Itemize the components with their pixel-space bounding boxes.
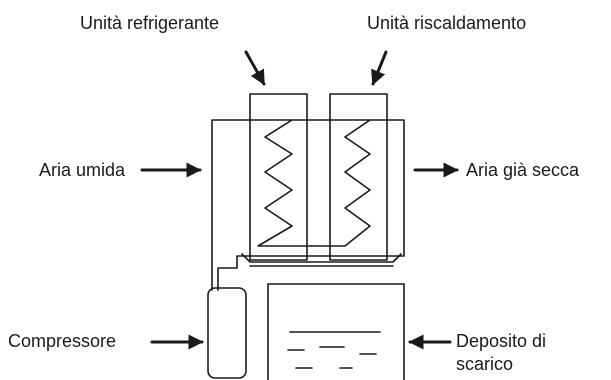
heating-coil <box>311 119 371 247</box>
refrigerant-pipe-inner <box>217 119 405 291</box>
compressor-label: Compressore <box>8 331 117 351</box>
cooling-coil <box>257 119 313 247</box>
arrow-cooling-unit <box>244 50 266 86</box>
dry-air-label: Aria già secca <box>466 160 580 180</box>
drain-tank <box>267 283 405 380</box>
heating-unit-box <box>329 93 388 261</box>
compressor <box>207 287 247 379</box>
cooling-unit-box <box>249 93 308 261</box>
condensate-tray <box>241 253 402 263</box>
refrigerant-pipe-outer <box>211 119 223 291</box>
heating-unit-label: Unità riscaldamento <box>367 13 527 33</box>
drain-tank-label: Deposito di scarico <box>456 331 547 374</box>
cooling-unit-label: Unità refrigerante <box>80 13 220 33</box>
arrow-heating-unit <box>371 50 388 86</box>
humid-air-label: Aria umida <box>39 160 126 180</box>
